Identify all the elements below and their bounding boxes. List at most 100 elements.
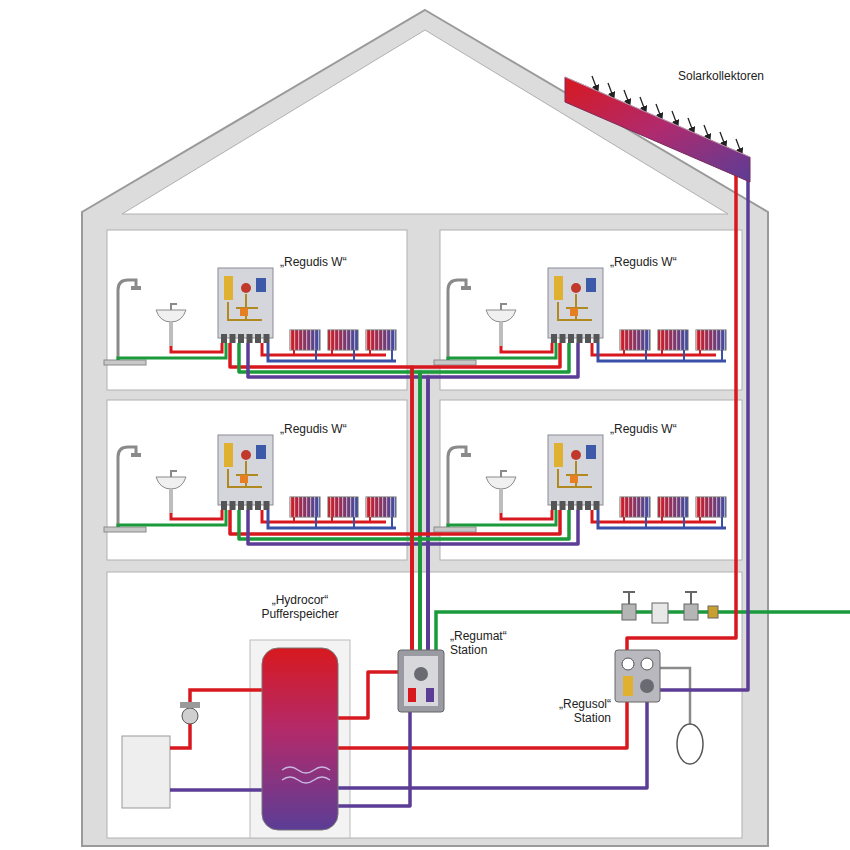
internal-piping [228,461,262,487]
solar-node: Solarkollektoren [560,62,770,187]
valve [426,688,434,702]
expansion-vessel [660,668,690,724]
pipe [428,510,578,650]
station-housing [548,268,603,338]
ball-valve [585,334,591,343]
ball-valve [247,334,253,343]
ball-valve [594,334,600,343]
pipe [420,343,569,650]
node-outline [548,435,603,510]
station-housing [615,650,660,702]
pipe [239,510,420,650]
controller [586,278,596,292]
valve [571,450,581,460]
valve [408,688,416,702]
ball-valve [264,334,270,343]
expansion-vessel [660,668,703,764]
boiler [182,708,198,724]
component-label: Solarkollektoren [678,70,764,84]
collector-edge [565,77,750,157]
house-outline [82,10,768,846]
ball-valve [551,501,557,510]
regudis-node: „Regudis W“ [548,435,603,510]
internal-piping [228,294,262,320]
internal-piping [558,461,592,487]
component-label: „Regumat“ Station [450,630,520,658]
ball-valve [560,334,566,343]
pipe-connector [412,510,578,650]
component-label: „Hydrocor“ Pufferspeicher [255,594,345,622]
cold-water-main [685,592,697,604]
meter [570,308,578,316]
gauge [622,658,634,670]
regudis-node: „Regudis W“ [218,268,273,343]
pump [640,679,654,693]
cold-water-main [652,603,668,623]
station-housing [218,268,273,338]
valve [571,283,581,293]
regumat-node: „Regumat“ Station [398,650,444,712]
pipe [412,510,560,650]
pipe [338,712,410,806]
tank-enclosure [250,640,350,838]
controller [256,278,266,292]
pipe [248,510,428,650]
meter [240,475,248,483]
pipe [230,510,412,650]
meter [570,475,578,483]
boiler [122,690,262,808]
heat-exchanger [554,276,563,300]
valve [241,283,251,293]
station-housing [548,435,603,505]
pipe [627,162,736,650]
ball-valve [577,334,583,343]
station-housing [218,435,273,505]
valve [241,450,251,460]
pipe-connector [230,510,428,650]
node-outline [218,435,273,510]
controller [256,445,266,459]
pump [414,667,428,681]
internal-piping [558,294,592,320]
ball-valve [247,501,253,510]
boiler [170,788,262,792]
buffer-tank [262,648,338,830]
ball-valve [568,334,574,343]
regudis-node: „Regudis W“ [548,268,603,343]
controller [586,445,596,459]
ball-valve [255,334,261,343]
component-label: „Regudis W“ [610,256,677,270]
node-outline [548,268,603,343]
heat-exchanger [224,276,233,300]
ball-valve [551,334,557,343]
ball-valve [577,501,583,510]
cold-water-main [684,604,698,620]
node-outline [398,650,444,712]
ball-valve [264,501,270,510]
gauge [641,658,653,670]
meter [240,308,248,316]
flow-meter [623,676,633,696]
station-panel [404,656,438,706]
regudis-node: „Regudis W“ [218,435,273,510]
tank-node: „Hydrocor“ Pufferspeicher [262,648,338,830]
cold-water-main [622,604,636,620]
node-outline [615,650,660,702]
pipe [412,343,560,650]
boiler [170,690,262,748]
ball-valve [221,334,227,343]
solar-collector [565,77,750,182]
component-label: „Regusol“ Station [549,698,611,726]
component-label: „Regudis W“ [280,423,347,437]
ball-valve [230,334,236,343]
heat-exchanger [554,443,563,467]
node-outline [218,268,273,343]
ball-valve [221,501,227,510]
ball-valve [238,501,244,510]
ball-valve [585,501,591,510]
pipe [338,672,398,718]
component-label: „Regudis W“ [280,256,347,270]
